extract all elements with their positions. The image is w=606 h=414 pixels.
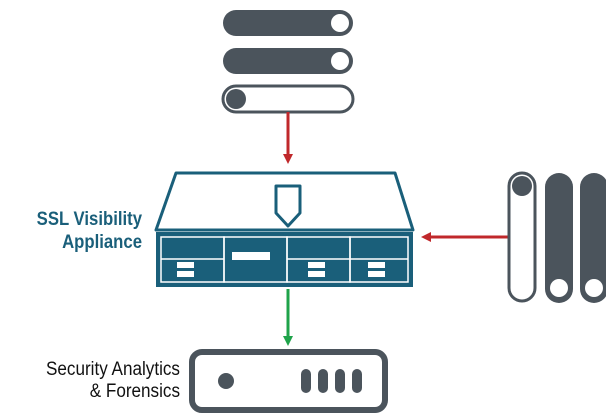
- server-rack-icon: [507, 171, 606, 303]
- analytics-label: Security Analytics & Forensics: [18, 359, 180, 403]
- analytics-device-icon: [189, 349, 388, 413]
- analytics-label-line2: & Forensics: [89, 381, 180, 402]
- shield-icon: [274, 184, 302, 228]
- appliance-label-line2: Appliance: [62, 232, 142, 253]
- ssl-appliance-icon: [154, 171, 415, 287]
- appliance-label: SSL Visibility Appliance: [17, 208, 142, 254]
- appliance-label-line1: SSL Visibility: [36, 209, 142, 230]
- analytics-label-line1: Security Analytics: [45, 359, 180, 380]
- server-stack-icon: [221, 10, 355, 114]
